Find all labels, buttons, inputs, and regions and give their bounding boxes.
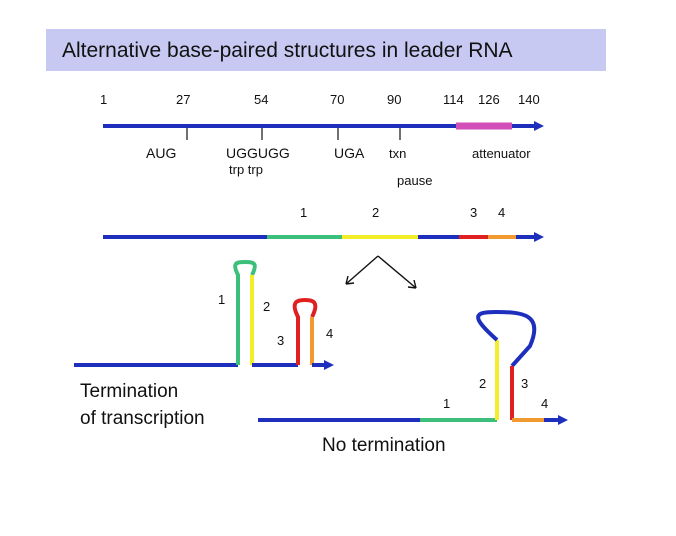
term-region-3-label: 3 — [277, 333, 284, 348]
termination-label-line2: of transcription — [80, 408, 205, 429]
label-trp-trp: trp trp — [229, 162, 263, 177]
branch-arrowhead-left — [345, 275, 355, 285]
branch-arrows — [345, 255, 417, 289]
title-banner — [46, 29, 606, 71]
term-region-4-label: 4 — [326, 326, 333, 341]
termination-label-line1: Termination — [80, 381, 178, 402]
feature-ticks — [186, 128, 401, 140]
region-numbers: 1 2 3 4 — [300, 205, 505, 220]
label-ugguggg: UGGUGG — [226, 145, 290, 161]
position-label: 140 — [518, 92, 540, 107]
label-uga: UGA — [334, 145, 365, 161]
hairpin-34-region-3 — [292, 297, 318, 365]
region-label-4: 4 — [498, 205, 505, 220]
position-label: 54 — [254, 92, 268, 107]
region-label-2: 2 — [372, 205, 379, 220]
position-label: 1 — [100, 92, 107, 107]
region-label-3: 3 — [470, 205, 477, 220]
no-termination-label: No termination — [322, 435, 446, 456]
position-label: 126 — [478, 92, 500, 107]
noterm-region-1-label: 1 — [443, 396, 450, 411]
position-numbers: 1 27 54 70 90 114 126 140 — [100, 92, 540, 107]
label-pause: pause — [397, 173, 432, 188]
branch-arrowhead-right — [407, 279, 417, 289]
position-label: 27 — [176, 92, 190, 107]
term-region-2-label: 2 — [263, 299, 270, 314]
noterm-region-4-label: 4 — [541, 396, 548, 411]
position-label: 70 — [330, 92, 344, 107]
hairpin-12-region-1 — [233, 259, 257, 365]
label-txn: txn — [389, 146, 406, 161]
position-label: 90 — [387, 92, 401, 107]
position-label: 114 — [443, 92, 464, 107]
noterm-region-2-label: 2 — [479, 376, 486, 391]
branch-arrow-left — [345, 255, 379, 285]
diagram-title: Alternative base-paired structures in le… — [62, 39, 513, 62]
label-aug: AUG — [146, 145, 176, 161]
label-attenuator: attenuator — [472, 146, 531, 161]
noterm-region-3-label: 3 — [521, 376, 528, 391]
antitermination-structure: 1 2 3 4 — [258, 309, 568, 425]
branch-arrow-right — [377, 255, 417, 289]
noterm-loop — [476, 309, 537, 368]
term-region-1-label: 1 — [218, 292, 225, 307]
region-label-1: 1 — [300, 205, 307, 220]
termination-structure: 1 2 3 4 — [74, 259, 334, 370]
